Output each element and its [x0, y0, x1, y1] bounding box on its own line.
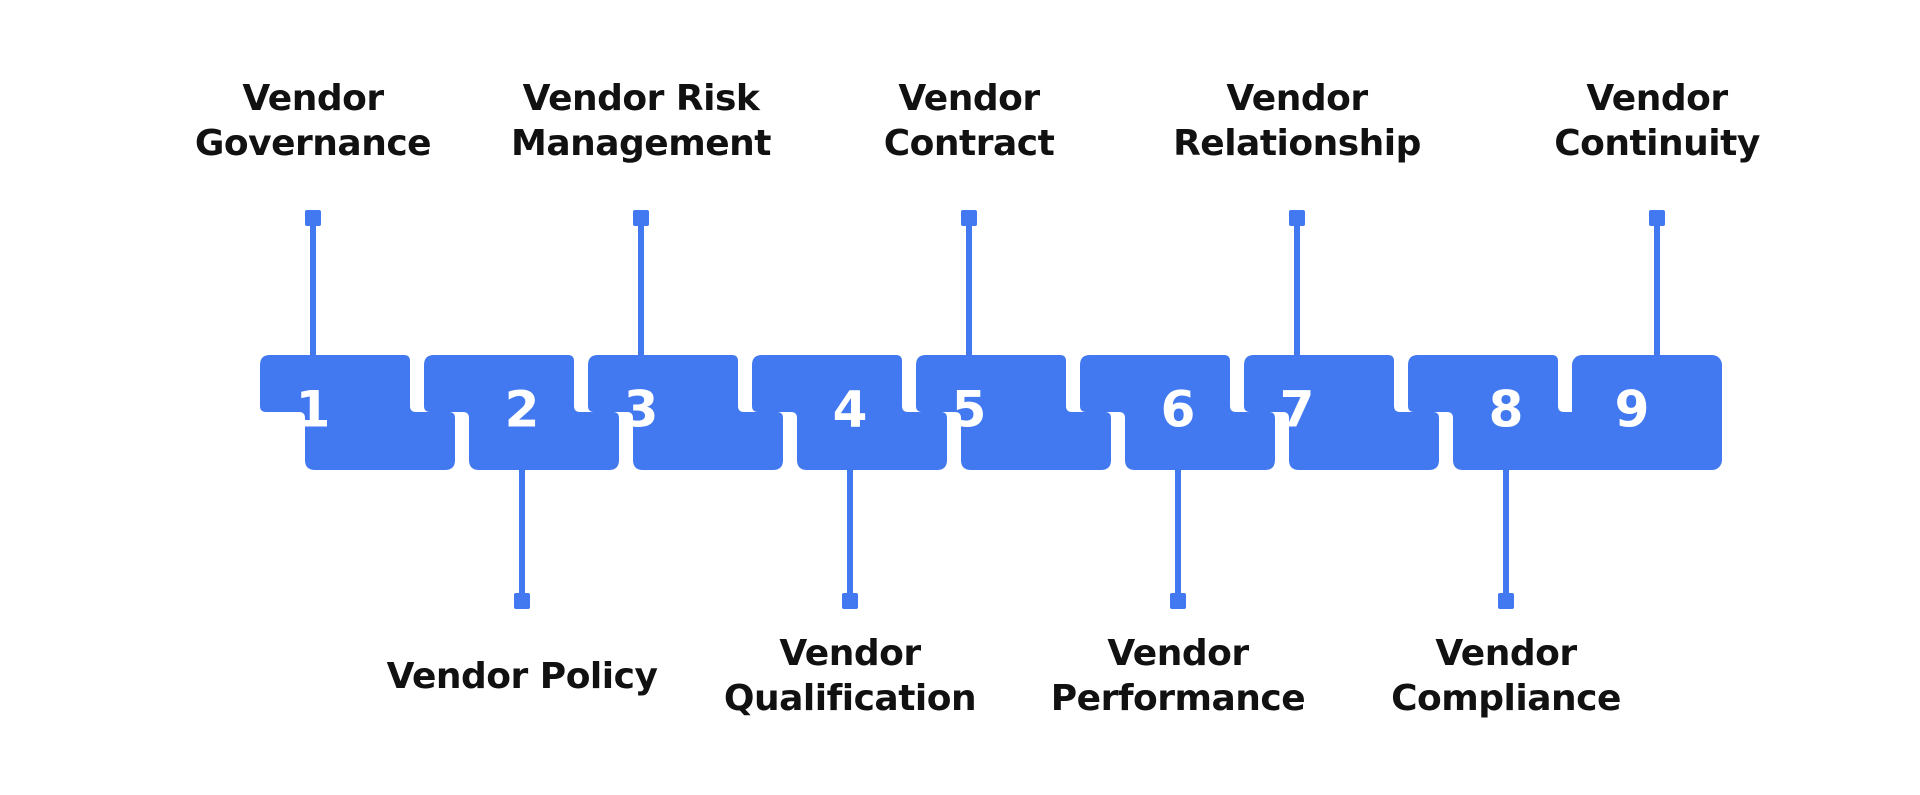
step-label-line-2: Continuity — [1554, 123, 1760, 164]
step-label-line-2: Compliance — [1391, 678, 1621, 719]
connector-endpoint-8 — [1498, 593, 1514, 609]
puzzle-block-7 — [1244, 355, 1439, 470]
step-label-line-1: Vendor — [779, 633, 921, 674]
step-label-line-1: Vendor — [898, 78, 1040, 119]
puzzle-block-5 — [916, 355, 1111, 470]
step-number-5: 5 — [952, 381, 987, 439]
puzzle-block-3 — [588, 355, 783, 470]
connector-endpoint-3 — [633, 210, 649, 226]
step-label-line-2: Management — [511, 123, 772, 164]
connector-endpoint-2 — [514, 593, 530, 609]
puzzle-block-8 — [1408, 355, 1603, 470]
step-label-line-2: Qualification — [723, 678, 977, 719]
connector-endpoint-9 — [1649, 210, 1665, 226]
step-number-4: 4 — [833, 381, 868, 439]
connector-endpoint-6 — [1170, 593, 1186, 609]
step-label-line-1: Vendor — [1226, 78, 1368, 119]
step-label-line-1: Vendor Risk — [522, 78, 760, 119]
step-number-3: 3 — [624, 381, 659, 439]
connector-endpoint-4 — [842, 593, 858, 609]
step-number-9: 9 — [1615, 381, 1650, 439]
connector-endpoint-1 — [305, 210, 321, 226]
step-number-1: 1 — [296, 381, 331, 439]
step-label-line-2: Governance — [194, 123, 432, 164]
step-numbers-layer: 1 2 3 4 5 6 7 8 9 — [296, 381, 1650, 439]
puzzle-block-4 — [752, 355, 947, 470]
step-number-8: 8 — [1489, 381, 1524, 439]
puzzle-blocks-layer — [260, 355, 1722, 470]
step-label-line-2: Contract — [883, 123, 1055, 164]
puzzle-block-2 — [424, 355, 619, 470]
connector-endpoint-5 — [961, 210, 977, 226]
puzzle-block-6 — [1080, 355, 1275, 470]
step-number-2: 2 — [505, 381, 540, 439]
connectors-layer — [305, 210, 1665, 609]
step-number-7: 7 — [1280, 381, 1315, 439]
step-label-line-1: Vendor — [1435, 633, 1577, 674]
step-label-line-2: Performance — [1050, 678, 1306, 719]
step-label-line-1: Vendor — [1107, 633, 1249, 674]
step-label-line-1: Vendor — [1586, 78, 1728, 119]
step-label-line-2: Relationship — [1173, 123, 1421, 164]
connector-endpoint-7 — [1289, 210, 1305, 226]
puzzle-block-1 — [260, 355, 455, 470]
step-number-6: 6 — [1161, 381, 1196, 439]
step-label-line-1: Vendor Policy — [386, 656, 658, 697]
puzzle-block-9 — [1572, 355, 1722, 470]
step-label-2: Vendor Policy — [372, 654, 672, 699]
step-label-line-1: Vendor — [242, 78, 384, 119]
